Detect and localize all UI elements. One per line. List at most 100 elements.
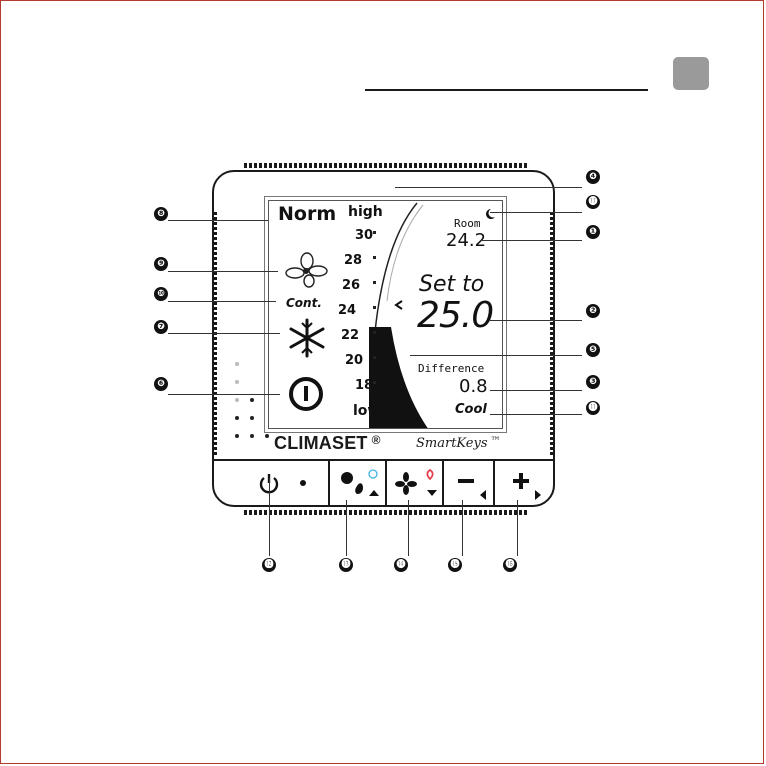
- power-status-icon: [288, 376, 324, 412]
- setpoint-value: 25.0: [417, 295, 493, 336]
- scale-dot: [373, 256, 376, 259]
- snow-hint-icon: [369, 470, 377, 478]
- scale-tick-22: 22: [341, 328, 359, 343]
- led-dot-icon: [300, 480, 306, 486]
- callout-4: ❹: [586, 170, 600, 184]
- fan-mode-label: Cont.: [286, 296, 322, 310]
- indicator-dot: [235, 362, 239, 366]
- minus-button[interactable]: [442, 461, 493, 507]
- indicator-dot: [265, 434, 269, 438]
- leader-7: [168, 333, 280, 334]
- indicator-dot: [235, 380, 239, 384]
- series-name: SmartKeys: [416, 436, 488, 451]
- brand-logo: CLIMASET ®: [274, 433, 381, 454]
- scale-high-label: high: [348, 204, 383, 220]
- scale-dot: [373, 306, 376, 309]
- scale-tick-20: 20: [345, 353, 363, 368]
- leader-4: [395, 187, 582, 188]
- leader-14: [408, 500, 409, 556]
- setto-label: Set to: [419, 272, 484, 297]
- callout-16: ⓰: [503, 558, 517, 572]
- callout-13: ⓭: [339, 558, 353, 572]
- moon-icon: [486, 209, 495, 219]
- plus-icon: [503, 466, 551, 502]
- vent-top: [244, 163, 527, 168]
- difference-label: Difference: [418, 362, 484, 375]
- brand-name: CLIMASET: [274, 433, 368, 453]
- leader-6: [168, 394, 280, 395]
- scale-dot: [373, 356, 376, 359]
- leader-3: [490, 390, 582, 391]
- indicator-dot: [250, 416, 254, 420]
- fan-icon: [392, 466, 440, 502]
- scale-tick-28: 28: [344, 253, 362, 268]
- leader-12: [269, 478, 270, 556]
- indicator-dots: [232, 362, 272, 452]
- indicator-dot: [235, 416, 239, 420]
- scale-tick-18: 18: [355, 378, 373, 393]
- button-bar: [214, 459, 553, 507]
- heat-hint-icon: [427, 470, 432, 479]
- scale-dot: [373, 231, 376, 234]
- mode-label: Norm: [278, 203, 336, 225]
- scale-dot: [373, 331, 376, 334]
- vent-right: [550, 212, 555, 457]
- leader-2: [490, 320, 582, 321]
- leader-10: [168, 301, 276, 302]
- scale-tick-30: 30: [355, 228, 373, 243]
- mode-button[interactable]: [328, 461, 385, 507]
- callout-2: ❷: [586, 304, 600, 318]
- vent-left: [212, 212, 217, 457]
- plus-button[interactable]: [493, 461, 553, 507]
- section-badge: [673, 57, 709, 90]
- indicator-dot: [235, 434, 239, 438]
- callout-9: ❾: [154, 257, 168, 271]
- leader-13: [346, 500, 347, 556]
- difference-value: 0.8: [459, 376, 488, 397]
- left-arrow-icon: [480, 490, 486, 500]
- callout-11: ⓫: [586, 401, 600, 415]
- leader-1: [480, 240, 582, 241]
- scale-tick-26: 26: [342, 278, 360, 293]
- operation-mode: Cool: [455, 402, 487, 417]
- leader-15: [462, 500, 463, 556]
- down-arrow-icon: [427, 490, 437, 496]
- leader-8: [168, 220, 268, 221]
- leader-9: [168, 271, 278, 272]
- callout-7: ❼: [154, 320, 168, 334]
- callout-5: ❺: [586, 343, 600, 357]
- snowflake-icon: [286, 318, 328, 358]
- callout-12: ⓬: [262, 558, 276, 572]
- header-rule: [365, 89, 648, 91]
- room-label: Room: [454, 217, 481, 230]
- indicator-dot: [250, 398, 254, 402]
- callout-10: ❿: [154, 287, 168, 301]
- leader-5: [410, 355, 582, 356]
- fan-speed-icon: [283, 251, 329, 289]
- brand-mark: ®: [372, 433, 381, 447]
- right-arrow-icon: [535, 490, 541, 500]
- lcd-screen: Norm high 30 28 26 24 22 20 18 low Cont.: [268, 200, 503, 429]
- callout-1: ❶: [586, 225, 600, 239]
- callout-3: ❸: [586, 375, 600, 389]
- leader-17: [490, 212, 582, 213]
- callout-17: ⓱: [586, 195, 600, 209]
- minus-icon: [448, 466, 492, 502]
- vent-bottom: [244, 510, 527, 515]
- leader-16: [517, 500, 518, 556]
- leader-11: [490, 414, 582, 415]
- scale-low-label: low: [353, 403, 380, 419]
- setpoint-arrow-icon: [396, 301, 402, 309]
- indicator-dot: [250, 434, 254, 438]
- fan-button[interactable]: [385, 461, 442, 507]
- series-mark: ™: [491, 436, 501, 447]
- callout-8: ❽: [154, 207, 168, 221]
- callout-14: ⓮: [394, 558, 408, 572]
- fan-heat-icon: [335, 466, 383, 502]
- indicator-dot: [235, 398, 239, 402]
- scale-dot: [373, 381, 376, 384]
- callout-15: ⓯: [448, 558, 462, 572]
- power-button[interactable]: [214, 461, 328, 507]
- up-arrow-icon: [369, 490, 379, 496]
